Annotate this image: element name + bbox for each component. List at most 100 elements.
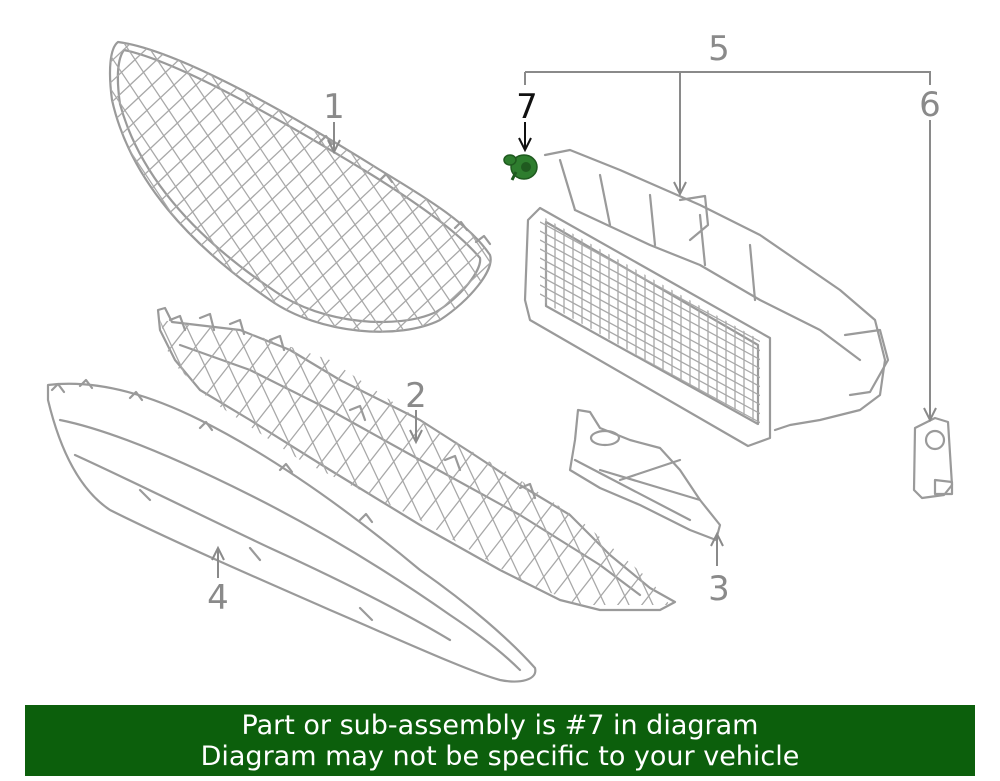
- bracket-mesh-line: [0, 300, 88, 620]
- shutter-slat-line: [540, 257, 760, 384]
- bracket-mesh-line: [341, 320, 493, 605]
- bracket-mesh-line: [822, 300, 1000, 620]
- grille-mesh-line: [110, 42, 301, 332]
- grille-mesh-line: [209, 42, 491, 332]
- bracket-mesh-line: [365, 320, 517, 605]
- grille-mesh-line: [110, 42, 179, 332]
- grille-mesh-line: [110, 42, 223, 332]
- grille-mesh-line: [0, 40, 46, 340]
- bracket-mesh-line: [798, 300, 948, 620]
- grille-mesh-line: [165, 42, 367, 332]
- grille-mesh-line: [385, 42, 491, 332]
- grille-mesh-line: [110, 42, 157, 332]
- grille-mesh-line: [110, 42, 257, 332]
- bracket-mesh-line: [798, 300, 1000, 620]
- bracket-mesh-line: [160, 320, 181, 605]
- grille-mesh-line: [716, 40, 916, 340]
- bracket-mesh-line: [0, 300, 84, 620]
- grille-mesh-line: [496, 40, 816, 340]
- grille-mesh-line: [110, 42, 235, 332]
- grille-mesh-line: [0, 40, 36, 340]
- bracket-mesh-line: [437, 320, 589, 605]
- parts-diagram: 1 2 3 4 5 6 7: [0, 29, 1000, 683]
- grille-mesh-line: [110, 42, 191, 332]
- grille-mesh-line: [110, 42, 169, 332]
- grille-mesh-line: [562, 40, 882, 340]
- grille-mesh-line: [473, 42, 491, 332]
- bracket-mesh-line: [774, 300, 924, 620]
- bracket-mesh-line: [389, 320, 641, 605]
- grille-mesh-line: [297, 42, 491, 332]
- bracket-mesh-line: [160, 320, 161, 605]
- bracket-mesh-line: [461, 320, 613, 605]
- bracket-mesh-line: [160, 320, 185, 605]
- bracket-mesh-line: [160, 320, 329, 605]
- grille-mesh-line: [231, 42, 491, 332]
- grille-mesh-line: [209, 42, 411, 332]
- bracket-mesh-line: [0, 300, 108, 620]
- grille-mesh-line: [0, 40, 102, 340]
- callout-6: 6: [919, 85, 941, 125]
- grille-mesh-line: [110, 42, 125, 332]
- bracket-mesh-line: [750, 300, 900, 620]
- grille-mesh-line: [110, 42, 399, 332]
- grille-mesh-line: [0, 40, 2, 340]
- bracket-mesh-line: [726, 300, 976, 620]
- grille-mesh-line: [110, 42, 245, 332]
- grille-mesh-line: [110, 42, 279, 332]
- bracket-mesh-line: [0, 300, 36, 620]
- grille-mesh-line: [110, 42, 377, 332]
- bracket-mesh-line: [160, 320, 229, 605]
- bracket-mesh-line: [341, 320, 593, 605]
- grille-mesh-line: [143, 42, 465, 332]
- bracket-mesh-line: [160, 320, 277, 605]
- grille-mesh-line: [363, 42, 491, 332]
- grille-mesh-line: [110, 42, 289, 332]
- bracket-mesh-line: [413, 320, 565, 605]
- shutter-slat-line: [540, 221, 760, 348]
- grille-mesh-line: [253, 42, 455, 332]
- grille-mesh-line: [407, 42, 491, 332]
- shutter-slat-line: [540, 284, 760, 411]
- grille-mesh-line: [0, 40, 68, 340]
- grille-mesh-line: [275, 42, 477, 332]
- bracket-mesh-line: [0, 300, 132, 620]
- bracket-mesh-line: [293, 320, 545, 605]
- bracket-mesh-line: [509, 320, 661, 605]
- callout-7: 7: [516, 87, 538, 127]
- bracket-mesh-line: [317, 320, 569, 605]
- bracket-mesh-line: [269, 320, 421, 605]
- bracket-mesh-line: [221, 320, 473, 605]
- callout-1: 1: [323, 87, 345, 127]
- shutter-slat-line: [540, 293, 760, 420]
- grille-mesh-line: [110, 42, 355, 332]
- grille-mesh-line: [628, 40, 948, 340]
- grille-mesh-line: [0, 40, 24, 340]
- bracket-mesh-line: [774, 300, 1000, 620]
- bracket-mesh-line: [581, 320, 670, 605]
- bracket-mesh-line: [750, 300, 1000, 620]
- bracket-mesh-line: [605, 320, 670, 605]
- bracket-mesh-line: [0, 300, 40, 620]
- shutter-slat-line: [540, 248, 760, 375]
- bracket-mesh-line: [6, 300, 156, 620]
- bracket-mesh-line: [726, 300, 876, 620]
- bracket-mesh-line: [160, 320, 301, 605]
- side-bracket-part: [568, 408, 722, 542]
- banner-line-2: Diagram may not be specific to your vehi…: [200, 740, 800, 772]
- callout-3: 3: [708, 569, 730, 609]
- grille-mesh-line: [275, 42, 491, 332]
- grille-mesh-line: [385, 42, 491, 332]
- shutter-assembly-part: [523, 148, 890, 448]
- actuator-part: [912, 416, 954, 500]
- grille-mesh-line: [110, 42, 147, 332]
- grille-mesh-line: [110, 42, 333, 332]
- grille-mesh-line: [429, 42, 491, 332]
- grille-mesh-line: [0, 40, 58, 340]
- bracket-mesh-line: [437, 320, 670, 605]
- bracket-mesh-line: [0, 300, 12, 620]
- grille-mesh-line: [110, 42, 113, 332]
- grille-mesh-line: [110, 42, 267, 332]
- bracket-mesh-line: [173, 320, 325, 605]
- bracket-mesh-line: [0, 300, 64, 620]
